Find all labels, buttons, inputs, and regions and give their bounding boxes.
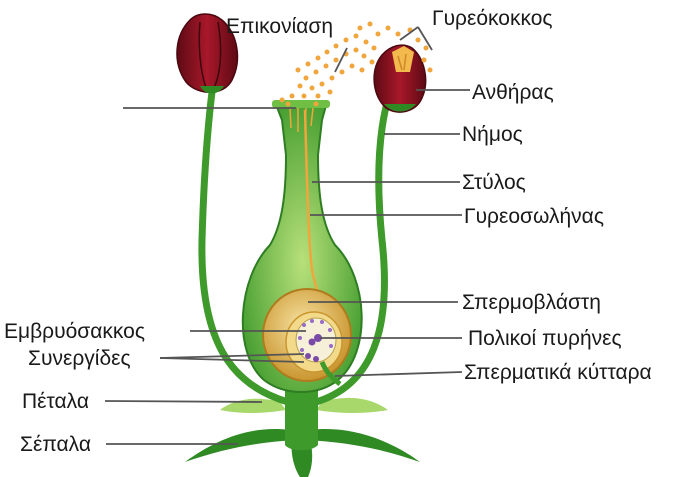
- label-petals: Πέταλα: [22, 391, 89, 412]
- label-ovule: Σπερμοβλάστη: [462, 292, 601, 313]
- sperm-cells-leader: [335, 372, 462, 376]
- label-polar-nuclei: Πολικοί πυρήνες: [468, 328, 622, 349]
- label-pollen-tube: Γυρεοσωλήνας: [464, 206, 604, 227]
- label-embryo-sac: Εμβρυόσακκος: [4, 321, 145, 342]
- label-style: Στύλος: [462, 172, 526, 193]
- right-anther: [374, 45, 426, 112]
- label-pollination: Επικονίαση: [226, 16, 333, 37]
- label-anther: Ανθήρας: [472, 82, 554, 103]
- petals-leader: [105, 401, 262, 402]
- label-sperm-cells: Σπερματικά κύτταρα: [464, 362, 652, 383]
- label-sepals: Σέπαλα: [20, 434, 91, 455]
- label-filament: Νήμος: [462, 124, 523, 145]
- label-synergids: Συνεργίδες: [28, 348, 131, 369]
- synergids: [305, 353, 311, 359]
- label-pollen: Γυρεόκοκκος: [432, 8, 553, 29]
